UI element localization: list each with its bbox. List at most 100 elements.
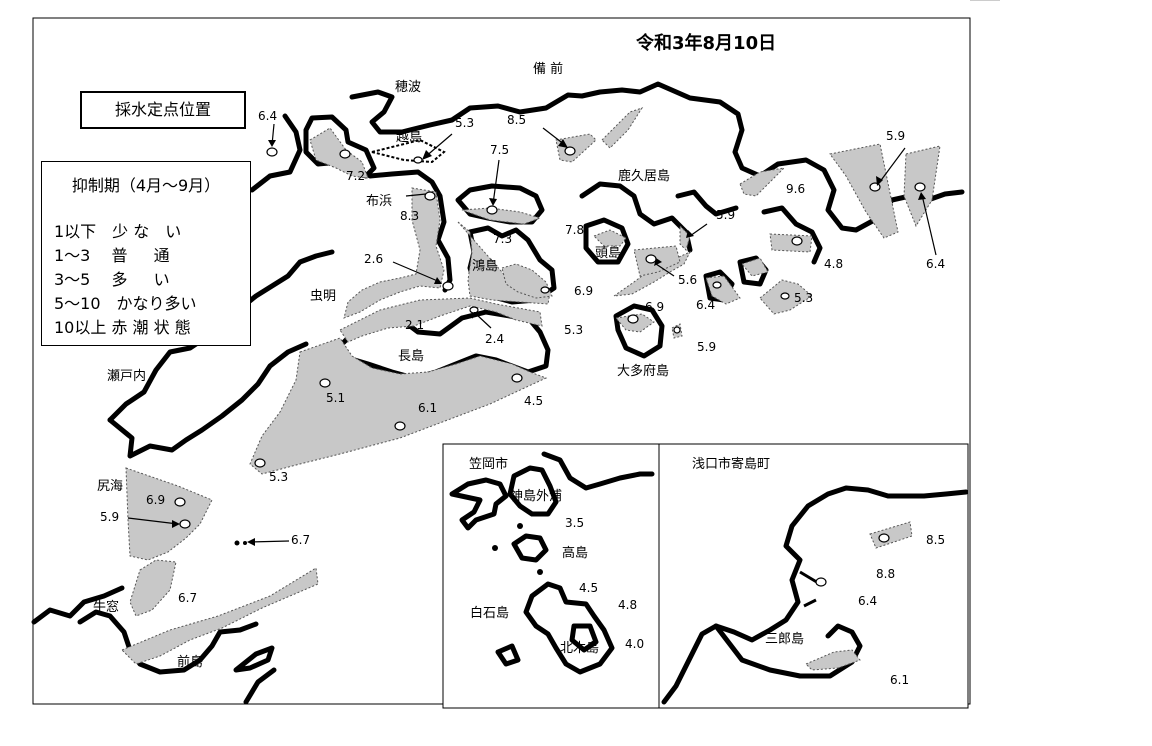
value-label: 3.5 (565, 516, 584, 530)
value-label: 6.4 (858, 594, 877, 608)
sample-point (339, 149, 351, 159)
place-label-otabu: 大多府島 (617, 363, 669, 379)
place-label-kamishima: 神島外浦 (510, 489, 562, 504)
value-label: 2.4 (485, 332, 504, 346)
place-label-hoha: 穂波 (395, 80, 421, 95)
zone-group (121, 107, 941, 665)
value-label: 6.7 (178, 591, 197, 605)
value-label: 8.8 (876, 567, 895, 581)
place-label-kasaoka: 笠岡市 (469, 456, 508, 472)
sample-point (645, 254, 657, 264)
value-label: 4.8 (618, 598, 637, 612)
map-title-box: 採水定点位置 (80, 91, 246, 129)
sample-point (914, 182, 926, 192)
place-label-kashira: 頭島 (595, 246, 621, 261)
place-label-takashima: 高島 (562, 545, 588, 561)
place-label-ushimado: 牛窓 (93, 599, 119, 615)
sample-point (413, 156, 423, 164)
value-label: 2.6 (364, 252, 383, 266)
sample-points (174, 146, 926, 546)
sample-point (243, 541, 247, 545)
sample-point (254, 458, 266, 468)
value-label: 5.3 (564, 323, 583, 337)
sample-point (780, 292, 790, 300)
sample-point (394, 421, 406, 431)
inset-coastline-kasaoka (449, 451, 655, 675)
inset-frame (442, 443, 969, 709)
value-label: 6.9 (645, 300, 664, 314)
sample-point (673, 326, 681, 334)
place-label-mushiake: 虫明 (310, 289, 336, 304)
value-label: 5.3 (794, 291, 813, 305)
value-label: 2.1 (405, 318, 424, 332)
place-label-kakui: 鹿久居島 (618, 168, 670, 184)
value-label: 6.7 (291, 533, 310, 547)
place-label-saburo: 三郎島 (765, 632, 804, 647)
sample-point (424, 191, 436, 201)
value-labels: 6.4 5.3 8.5 7.5 7.2 8.3 5.9 9.6 7.3 7.8 … (100, 109, 945, 687)
sample-point (540, 286, 550, 294)
inset-zones (805, 521, 913, 671)
sample-point (791, 236, 803, 246)
value-label: 6.4 (696, 298, 715, 312)
value-label: 5.1 (326, 391, 345, 405)
value-label: 9.6 (786, 182, 805, 196)
value-label: 6.4 (926, 257, 945, 271)
place-label-koshijima: 越島 (396, 130, 422, 145)
coastline-group (31, 81, 965, 705)
legend-box: 抑制期（4月～9月） 1以下 少 な い 1～3 普 通 3～5 多 い 5～1… (41, 161, 251, 346)
value-label: 8.3 (400, 209, 419, 223)
sample-point (319, 378, 331, 388)
value-label: 8.5 (507, 113, 526, 127)
value-label: 6.9 (574, 284, 593, 298)
sample-point (234, 540, 240, 546)
sample-point (564, 146, 576, 156)
sample-point (174, 497, 186, 507)
map-title: 採水定点位置 (114, 100, 211, 119)
legend-title: 抑制期（4月～9月） (71, 176, 221, 195)
value-label: 7.5 (490, 143, 509, 157)
value-label: 5.6 (678, 273, 697, 287)
value-label: 5.9 (100, 510, 119, 524)
value-label: 6.1 (418, 401, 437, 415)
value-label: 6.1 (890, 673, 909, 687)
value-label: 4.8 (824, 257, 843, 271)
legend-row: 1以下 少 な い (54, 222, 182, 241)
arrow-group (127, 123, 937, 546)
value-label: 7.2 (346, 169, 365, 183)
value-label: 6.9 (146, 493, 165, 507)
place-label-shiraishi: 白石島 (470, 605, 509, 621)
sample-point (511, 373, 523, 383)
legend-row: 5～10 かなり多い (54, 294, 197, 313)
value-label: 5.3 (455, 116, 474, 130)
legend-row: 3～5 多 い (54, 270, 170, 289)
place-label-kasumi: 鴻島 (472, 259, 498, 274)
legend-row: 10以上 赤 潮 状 態 (54, 318, 191, 337)
sample-point (486, 205, 498, 215)
value-label: 4.5 (524, 394, 543, 408)
sample-point (266, 147, 278, 157)
sample-point (627, 314, 639, 324)
place-label-maejima: 前島 (177, 654, 203, 670)
value-label: 6.4 (258, 109, 277, 123)
value-label: 4.5 (579, 581, 598, 595)
value-label: 5.9 (716, 208, 735, 222)
value-label: 5.3 (269, 470, 288, 484)
value-label: 4.0 (625, 637, 644, 651)
value-label: 7.3 (493, 232, 512, 246)
value-label: 8.5 (926, 533, 945, 547)
value-label: 7.8 (565, 223, 584, 237)
date-label: 令和3年8月10日 (635, 32, 776, 54)
place-label-shibukawa: 尻海 (97, 479, 123, 494)
place-label-nunohama: 布浜 (366, 194, 392, 209)
place-label-bizen: 備 前 (533, 61, 563, 77)
place-label-setouchi: 瀬戸内 (107, 368, 146, 384)
sample-point (179, 519, 191, 529)
place-label-nagashima: 長島 (398, 349, 424, 364)
sample-point (712, 281, 722, 289)
value-label: 5.9 (886, 129, 905, 143)
value-label: 5.9 (697, 340, 716, 354)
place-label-kitagi: 北木島 (560, 641, 599, 656)
legend-row: 1～3 普 通 (54, 246, 170, 265)
